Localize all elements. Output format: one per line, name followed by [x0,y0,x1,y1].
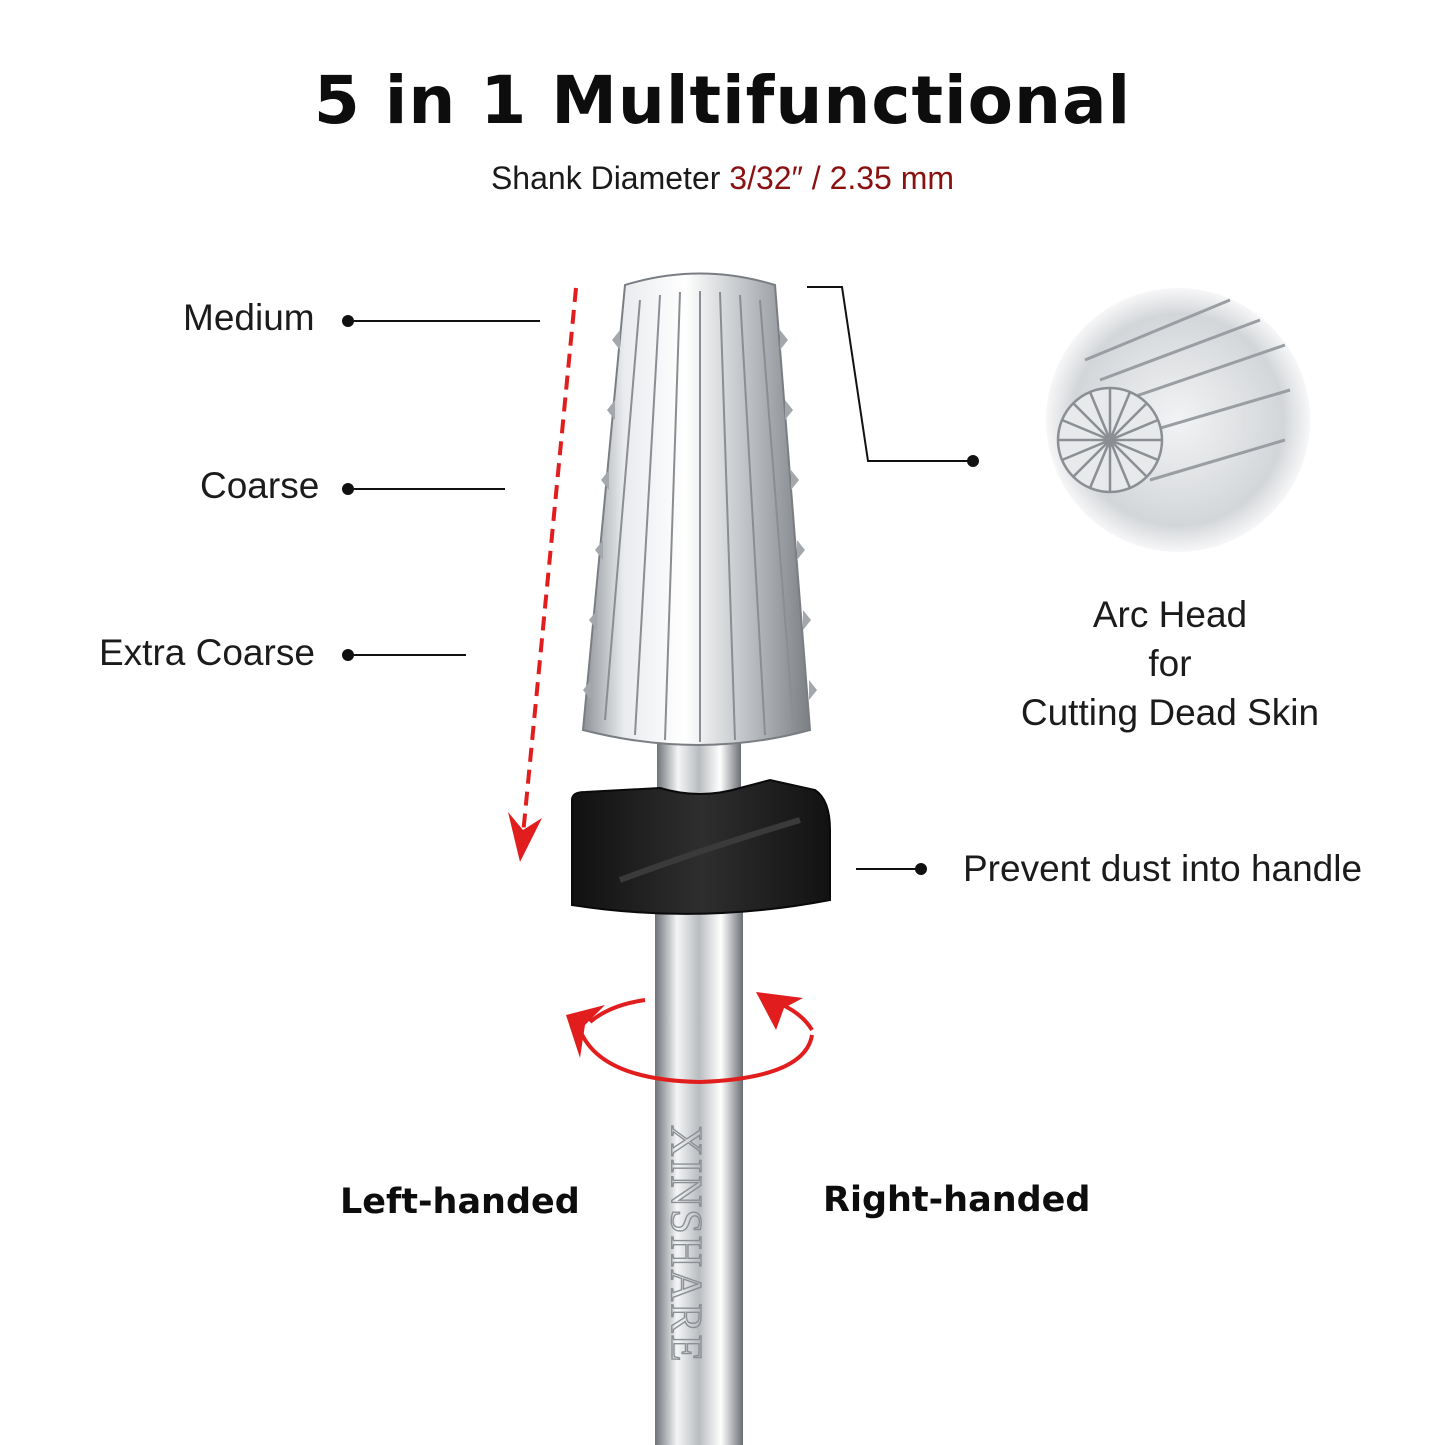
subtitle: Shank Diameter 3/32″ / 2.35 mm [0,160,1445,197]
bit-cone [581,272,812,746]
right-handed-label: Right-handed [823,1180,1091,1220]
arc-head-star [1056,386,1164,494]
dust-note: Prevent dust into handle [963,848,1363,889]
cone-teeth [583,330,817,700]
medium-label: Medium [183,297,315,338]
dust-guard-ridge [618,817,801,883]
grit-direction-arrow [520,287,578,846]
page-title: 5 in 1 Multifunctional [313,62,1132,139]
rotation-ellipse-lower [578,1029,814,1085]
extra-coarse-label: Extra Coarse [99,632,315,673]
grit-arrow-head [508,812,542,862]
shank-diameter-value: 3/32″ / 2.35 mm [729,160,955,196]
dust-guard [571,778,831,915]
cone-flutes [604,291,794,742]
rotation-ellipse-upper-left [588,998,646,1024]
arc-head-caption: Arc Head for Cutting Dead Skin [1000,590,1340,737]
left-rotation-arrowhead [566,1005,605,1058]
brand-engraving: XINSHARE [662,1125,711,1363]
arc-head-line3: Cutting Dead Skin [1020,692,1320,733]
arc-head-line1: Arc Head [1092,594,1248,635]
left-handed-label: Left-handed [340,1182,580,1222]
coarse-label: Coarse [200,465,320,506]
leader-lines [342,286,979,875]
shank [655,880,743,1445]
arc-head-line2: for [1148,643,1192,684]
arc-head-zoom [1046,288,1310,552]
shank-diameter-label: Shank Diameter [490,160,721,196]
right-rotation-arrowhead [756,992,803,1030]
